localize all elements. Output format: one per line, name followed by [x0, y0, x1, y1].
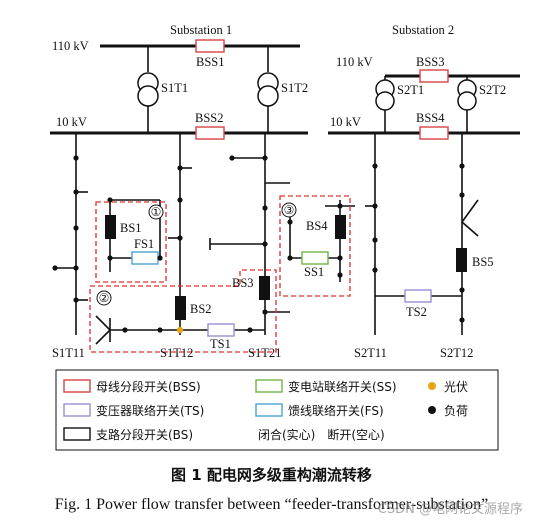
- transformer-icon: [375, 91, 395, 111]
- legend-pv-text: 光伏: [444, 380, 468, 394]
- s2-10kv-label: 10 kV: [330, 115, 361, 129]
- substation-2-title: Substation 2: [392, 23, 454, 37]
- ts2-switch: [404, 289, 432, 303]
- region-2: [89, 269, 277, 353]
- feeder-s1t12-label: S1T12: [160, 346, 193, 360]
- legend-bs-text: 支路分段开关(BS): [96, 427, 193, 442]
- bss3-label: BSS3: [416, 55, 445, 69]
- bs5-label: BS5: [472, 255, 494, 269]
- s2-110kv-label: 110 kV: [336, 55, 373, 69]
- bs1-label: BS1: [120, 221, 142, 235]
- legend-state-text: 闭合(实心) 断开(空心): [258, 427, 385, 442]
- s1t1-label: S1T1: [161, 81, 188, 95]
- bs4-switch: [335, 215, 346, 239]
- transformer-icon: [257, 85, 279, 107]
- distribution-network-diagram: ① ② ③ Substation 1 Substation 2 110 kV 1…: [50, 23, 520, 451]
- legend-load-icon: [428, 406, 436, 414]
- s1-110kv-label: 110 kV: [52, 39, 89, 53]
- bs3-label: BS3: [232, 276, 254, 290]
- region-1: [95, 201, 167, 283]
- legend-bs-swatch: [63, 427, 91, 441]
- watermark: CSDN @电网论文源程序: [377, 502, 523, 517]
- transformer-icon: [137, 85, 159, 107]
- region-3: [279, 195, 351, 297]
- legend-load-text: 负荷: [444, 404, 468, 418]
- legend-fs-swatch: [255, 403, 283, 417]
- substation-1-title: Substation 1: [170, 23, 232, 37]
- legend-ts-text: 变压器联络开关(TS): [96, 403, 204, 418]
- transformer-icon: [457, 91, 477, 111]
- ts1-label: TS1: [210, 337, 231, 351]
- legend-ss-text: 变电站联络开关(SS): [288, 379, 397, 394]
- bss2-switch: [195, 126, 225, 140]
- feeder-s1t11-label: S1T11: [52, 346, 85, 360]
- bss2-label: BSS2: [195, 111, 224, 125]
- s2t1-label: S2T1: [397, 83, 424, 97]
- ss1-label: SS1: [304, 265, 324, 279]
- feeder-s2t12-label: S2T12: [440, 346, 473, 360]
- legend-ss-swatch: [255, 379, 283, 393]
- pv-icon: [176, 326, 184, 334]
- legend-fs-text: 馈线联络开关(FS): [288, 403, 384, 418]
- bss3-switch: [419, 69, 449, 83]
- bs4-label: BS4: [306, 219, 328, 233]
- figure-caption-en: Fig. 1 Power flow transfer between “feed…: [54, 496, 489, 513]
- legend-bss-swatch: [63, 379, 91, 393]
- bs1-switch: [105, 215, 116, 239]
- legend: 母线分段开关(BSS) 变压器联络开关(TS) 支路分段开关(BS) 变电站联络…: [55, 369, 499, 451]
- region-3-label: ③: [284, 203, 295, 217]
- bss4-label: BSS4: [416, 111, 445, 125]
- ts1-switch: [207, 323, 235, 337]
- load-dots: [52, 155, 465, 333]
- region-1-label: ①: [151, 205, 162, 219]
- legend-pv-icon: [428, 382, 436, 390]
- figure-caption-cn: 图 1 配电网多级重构潮流转移: [171, 466, 372, 484]
- legend-bss-text: 母线分段开关(BSS): [96, 379, 201, 394]
- bss4-switch: [419, 126, 449, 140]
- transformer-icons: [137, 72, 477, 111]
- legend-ts-swatch: [63, 403, 91, 417]
- bss1-label: BSS1: [196, 55, 225, 69]
- s1t2-label: S1T2: [281, 81, 308, 95]
- fs1-switch: [131, 251, 159, 265]
- fs1-label: FS1: [134, 237, 154, 251]
- ts2-label: TS2: [406, 305, 427, 319]
- bs2-switch: [175, 296, 186, 320]
- region-2-label: ②: [99, 291, 110, 305]
- bs5-switch: [456, 248, 467, 272]
- feeder-s2t11-label: S2T11: [354, 346, 387, 360]
- bs2-label: BS2: [190, 302, 212, 316]
- feeder-s1t21-label: S1T21: [248, 346, 281, 360]
- bs3-switch: [259, 276, 270, 300]
- bss1-switch: [195, 39, 225, 53]
- s2t2-label: S2T2: [479, 83, 506, 97]
- ss1-switch: [301, 251, 329, 265]
- s1-10kv-label: 10 kV: [56, 115, 87, 129]
